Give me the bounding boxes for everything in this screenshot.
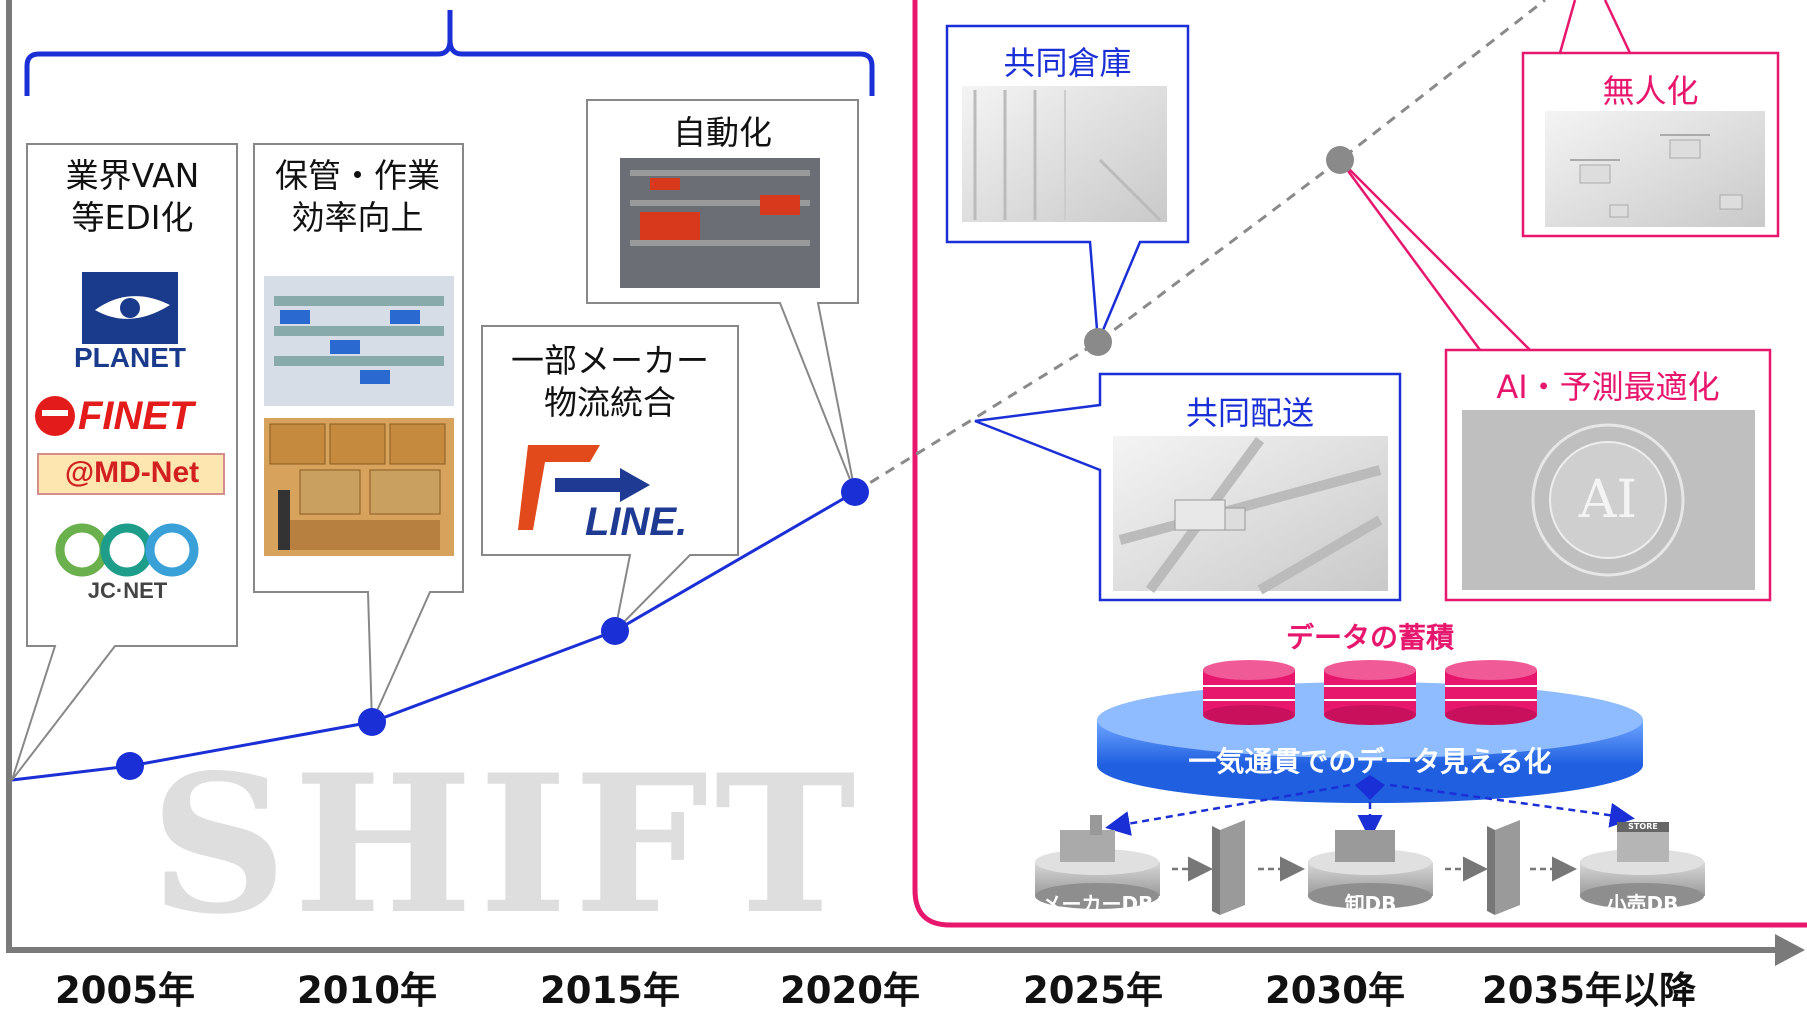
callout-edi-label: 業界VAN 等EDI化 bbox=[65, 156, 200, 237]
automation-photo bbox=[620, 158, 820, 288]
callout-unmanned-tail bbox=[1558, 0, 1632, 54]
fline-logo-text: LINE. bbox=[585, 500, 688, 544]
year-2015: 2015年 bbox=[540, 969, 680, 1012]
timeline-dot-2030 bbox=[1326, 146, 1354, 174]
mdnet-logo-text: @MD-Net bbox=[64, 456, 200, 489]
drones-photo bbox=[1545, 111, 1765, 227]
ai-pointer-2 bbox=[1338, 159, 1482, 351]
x-axis-arrow-icon bbox=[1775, 934, 1805, 966]
planet-logo-icon bbox=[82, 272, 178, 344]
pink-db-stacks bbox=[1203, 660, 1537, 725]
platform-links bbox=[1105, 775, 1635, 840]
wholesale-db bbox=[1308, 830, 1433, 909]
planet-logo-text: PLANET bbox=[74, 342, 186, 373]
timeline-dot-2010 bbox=[358, 708, 386, 736]
data-platform-label: 一気通貫でのデータ見える化 bbox=[1188, 745, 1552, 778]
year-2010: 2010年 bbox=[297, 969, 437, 1012]
timeline-forecast bbox=[854, 0, 1546, 494]
fline-logo-icon bbox=[518, 445, 650, 530]
jcnet-logo-text: JC·NET bbox=[87, 578, 168, 603]
warehouse-title: 共同倉庫 bbox=[1003, 44, 1132, 82]
maker-db bbox=[1035, 815, 1160, 909]
maker-db-label: メーカーDB bbox=[1041, 892, 1154, 916]
timeline-dot-2025 bbox=[1084, 328, 1112, 356]
firewall-1 bbox=[1212, 820, 1245, 915]
callout-storage-label: 保管・作業 効率向上 bbox=[275, 156, 440, 237]
callout-logistics-label: 一部メーカー 物流統合 bbox=[511, 341, 709, 422]
store-sign: STORE bbox=[1628, 822, 1658, 831]
year-2025: 2025年 bbox=[1023, 969, 1163, 1012]
year-2020: 2020年 bbox=[780, 969, 920, 1012]
timeline-dot-2020 bbox=[841, 478, 869, 506]
timeline-dot-2005 bbox=[116, 752, 144, 780]
shift-watermark: SHIFT bbox=[150, 733, 862, 956]
future-frame bbox=[912, 0, 1807, 928]
finet-logo-text: FINET bbox=[78, 394, 194, 438]
year-2035: 2035年以降 bbox=[1482, 969, 1696, 1012]
boxes-photo bbox=[264, 418, 454, 556]
blue-brace bbox=[24, 10, 875, 96]
ai-photo bbox=[1462, 410, 1755, 590]
delivery-title: 共同配送 bbox=[1185, 394, 1314, 432]
callout-automation-label: 自動化 bbox=[673, 113, 772, 152]
data-accumulation-title: データの蓄積 bbox=[1285, 621, 1454, 654]
year-2030: 2030年 bbox=[1265, 969, 1405, 1012]
warehouse-photo bbox=[962, 86, 1167, 222]
ai-badge-text: AI bbox=[1578, 470, 1638, 530]
retail-db-label: 小売DB bbox=[1606, 892, 1679, 916]
finet-logo-icon bbox=[35, 396, 75, 436]
unmanned-title: 無人化 bbox=[1602, 72, 1699, 110]
wholesale-db-label: 卸DB bbox=[1344, 892, 1397, 916]
firewall-2 bbox=[1487, 820, 1520, 915]
jcnet-logo-icon bbox=[55, 523, 199, 577]
delivery-photo bbox=[1113, 436, 1388, 595]
timeline-dot-2015 bbox=[601, 617, 629, 645]
year-2005: 2005年 bbox=[55, 969, 195, 1012]
ai-pointer-1 bbox=[1339, 159, 1531, 351]
retail-db bbox=[1580, 822, 1705, 909]
storage-photo bbox=[264, 276, 454, 406]
mdnet-logo-bg bbox=[37, 453, 225, 495]
ai-title: AI・予測最適化 bbox=[1496, 368, 1720, 406]
